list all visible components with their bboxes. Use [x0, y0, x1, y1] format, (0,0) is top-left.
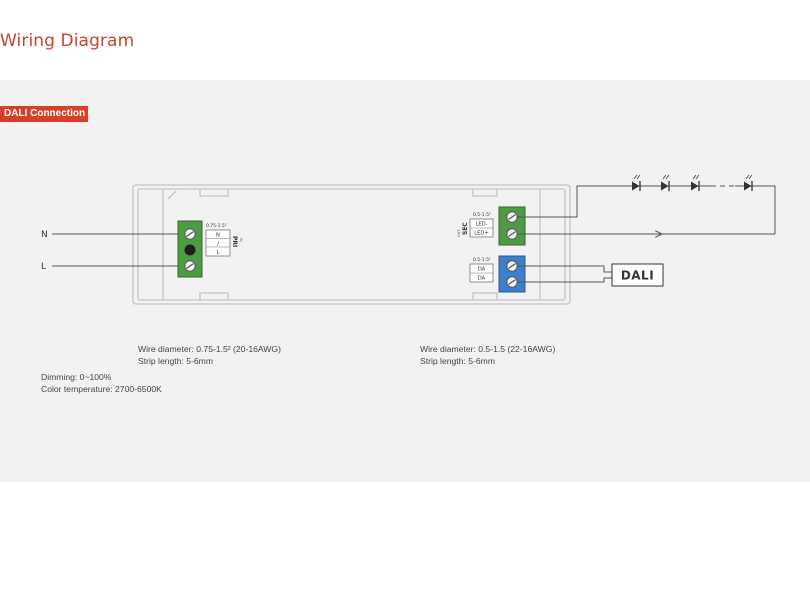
page-title: Wiring Diagram [0, 31, 135, 51]
primary-gauge: 0.75-1.5² [206, 223, 227, 229]
primary-strip-length: Strip length: 5-6mm [138, 356, 213, 366]
screw-icon [184, 260, 196, 272]
terminal-led-plus-label: LED+ [474, 231, 489, 237]
screw-icon [506, 211, 518, 223]
dali-box-label: DALI [621, 269, 654, 283]
diagram-panel [0, 80, 810, 482]
secondary-wire-notes: Wire diameter: 0.5-1.5 (22-16AWG) Strip … [420, 343, 555, 367]
dali-gauge: 0.5-1.5² [473, 257, 491, 263]
terminal-da1-label: DA [478, 267, 486, 273]
terminal-n-label: N [216, 233, 220, 239]
input-wires [52, 233, 190, 267]
secondary-side-sublabel: OUT [457, 229, 461, 237]
dali-terminal-block [498, 255, 526, 293]
primary-side-label: PRI [231, 236, 238, 247]
screw-icon [184, 228, 196, 240]
primary-wire-notes: Wire diameter: 0.75-1.5² (20-16AWG) Stri… [138, 343, 281, 367]
dali-connection-badge: DALI Connection [0, 106, 88, 122]
secondary-strip-length: Strip length: 5-6mm [420, 356, 495, 366]
input-label-n: N [41, 230, 48, 240]
primary-wire-diameter: Wire diameter: 0.75-1.5² (20-16AWG) [138, 344, 281, 354]
spec-notes: Dimming: 0~100% Color temperature: 2700-… [41, 371, 162, 395]
led-icon [744, 174, 753, 191]
screw-icon [506, 260, 518, 272]
led-icon [691, 174, 700, 191]
color-temperature: Color temperature: 2700-6500K [41, 384, 162, 394]
dali-terminal-labels: DA DA [469, 263, 494, 283]
terminal-da2-label: DA [478, 276, 486, 282]
led-string [632, 174, 753, 191]
led-output-wires [517, 185, 776, 234]
secondary-wire-diameter: Wire diameter: 0.5-1.5 (22-16AWG) [420, 344, 556, 354]
dali-controller-box: DALI [611, 263, 664, 287]
led-icon [661, 174, 670, 191]
led-icon [632, 174, 641, 191]
secondary-terminal-block [498, 206, 526, 246]
terminal-l-label: L [217, 250, 220, 256]
primary-plug-hole [184, 244, 196, 256]
secondary-terminal-labels: LED- LED+ [469, 218, 494, 238]
secondary-gauge: 0.5-1.5² [473, 212, 491, 218]
secondary-side-label: SEC [462, 222, 469, 235]
terminal-led-minus-label: LED- [475, 222, 487, 228]
terminal-ground-label: / [217, 241, 219, 247]
dali-bus-wires [517, 265, 612, 283]
screw-icon [506, 276, 518, 288]
primary-side-sublabel: IN [239, 238, 243, 242]
primary-terminal-block [177, 220, 203, 278]
primary-terminal-labels: N / L [205, 229, 231, 257]
input-label-l: L [41, 262, 46, 272]
dimming-range: Dimming: 0~100% [41, 372, 112, 382]
screw-icon [506, 228, 518, 240]
